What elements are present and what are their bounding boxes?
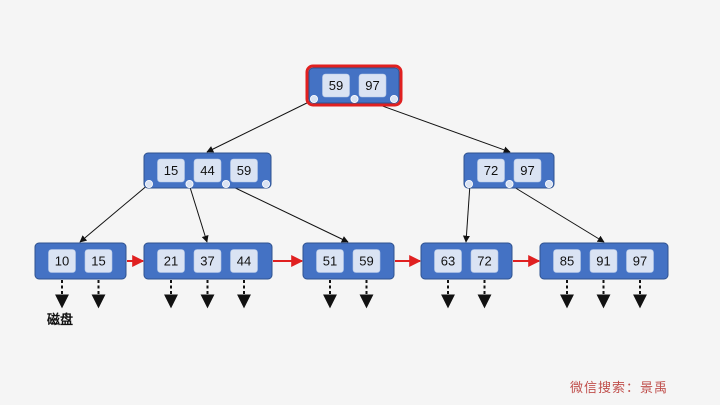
child-pointer-dot [261, 179, 270, 188]
key-value: 51 [323, 254, 337, 269]
key-value: 97 [520, 163, 534, 178]
key-value: 21 [164, 254, 178, 269]
key-value: 44 [200, 163, 214, 178]
child-pointer-dot [185, 179, 194, 188]
disk-label: 磁盘 [47, 312, 73, 328]
btree-node: 59 97 [305, 64, 403, 107]
key-cell [513, 158, 542, 183]
key-value: 91 [596, 254, 610, 269]
child-pointer-dot [545, 179, 554, 188]
child-pointer-dot [144, 179, 153, 188]
tree-edge [206, 98, 316, 153]
key-value: 72 [484, 163, 498, 178]
key-cell [358, 73, 387, 98]
child-pointer-dot [389, 95, 398, 104]
tree-edge [226, 183, 349, 243]
key-value: 10 [55, 254, 69, 269]
child-pointer-dot [464, 179, 473, 188]
btree-node: 15 44 59 [143, 152, 272, 189]
key-value: 59 [329, 78, 343, 93]
disk-pointer-arrows [55, 280, 647, 309]
tree-edge [462, 183, 471, 243]
key-value: 72 [477, 254, 491, 269]
key-cell [477, 158, 505, 183]
key-cell [193, 249, 222, 273]
key-value: 59 [359, 254, 373, 269]
tree-edge [362, 98, 511, 154]
tree-edge [79, 183, 150, 243]
btree-node: 21 37 44 [143, 242, 273, 280]
btree-node: 72 97 [463, 152, 555, 189]
key-cell [316, 249, 344, 273]
key-cell [230, 249, 258, 273]
key-value: 63 [441, 254, 455, 269]
key-cell [157, 158, 185, 183]
key-cell [84, 249, 113, 273]
key-cell [626, 249, 654, 273]
tree-edge [188, 183, 209, 243]
key-cell [193, 158, 222, 183]
tree-edges [79, 98, 605, 243]
key-value: 97 [365, 78, 379, 93]
child-pointer-dot [505, 179, 514, 188]
btree-node: 51 59 [302, 242, 395, 280]
btree-node: 63 72 [420, 242, 513, 280]
key-value: 44 [237, 254, 251, 269]
key-value: 15 [164, 163, 178, 178]
tree-edge [508, 183, 605, 243]
watermark: 微信搜索：景禹 [570, 381, 668, 396]
btree-node: 10 15 [34, 242, 127, 280]
key-cell [352, 249, 381, 273]
btree-node: 85 91 97 [539, 242, 669, 280]
key-value: 15 [91, 254, 105, 269]
key-cell [230, 158, 258, 183]
child-pointer-dot [309, 95, 318, 104]
key-cell [589, 249, 618, 273]
key-cell [157, 249, 185, 273]
key-cell [553, 249, 581, 273]
key-value: 59 [237, 163, 251, 178]
key-cell [470, 249, 499, 273]
child-pointer-dot [221, 179, 230, 188]
key-cell [322, 73, 350, 98]
root-highlight-outline [305, 64, 403, 107]
key-cell [434, 249, 462, 273]
child-pointer-dot [350, 95, 359, 104]
tree-nodes: 59 97 15 44 59 72 97 10 15 21 37 44 51 59 63 72 85 91 97 [34, 64, 669, 280]
key-cell [48, 249, 76, 273]
key-value: 37 [200, 254, 214, 269]
key-value: 97 [633, 254, 647, 269]
key-value: 85 [560, 254, 574, 269]
